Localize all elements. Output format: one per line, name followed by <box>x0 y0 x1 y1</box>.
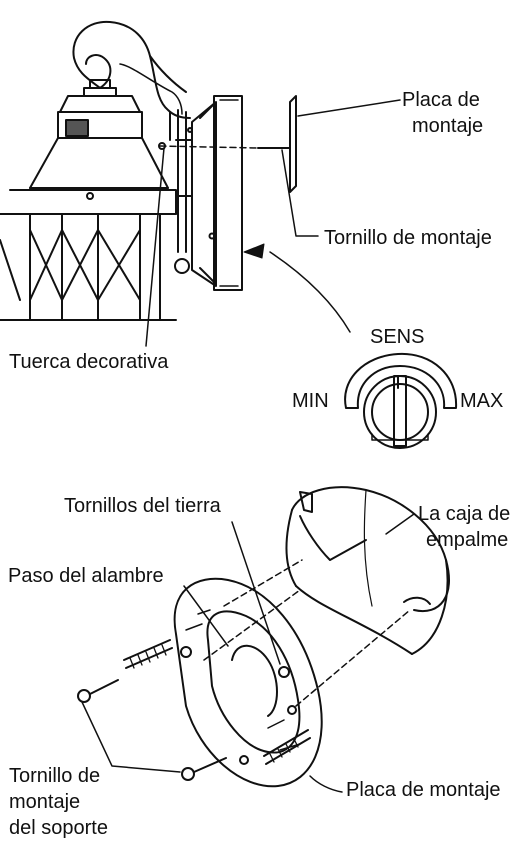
label-mounting-plate-line2: montaje <box>412 115 484 137</box>
label-lower-mounting-plate: Placa de montaje <box>346 779 501 801</box>
label-mounting-plate-line1: Placa de <box>402 89 480 111</box>
wall-backplate <box>187 95 243 291</box>
dial-max-label: MAX <box>460 390 504 412</box>
dial-title: SENS <box>370 326 425 348</box>
junction-box <box>285 486 451 655</box>
label-junction-box-line2: empalme <box>426 529 509 551</box>
lantern-fixture <box>0 20 193 321</box>
decorative-nut <box>158 142 166 150</box>
label-bracket-screw-line1: Tornillo de <box>9 765 101 787</box>
sens-dial <box>344 352 458 449</box>
screws <box>77 639 311 781</box>
label-decorative-nut: Tuerca decorativa <box>9 351 169 373</box>
label-ground-screws: Tornillos del tierra <box>64 495 221 517</box>
upper-mounting-plate <box>257 95 297 193</box>
label-bracket-screw-line3: del soporte <box>9 817 108 839</box>
label-mounting-screw: Tornillo de montaje <box>324 227 492 249</box>
label-junction-box-line1: La caja de <box>418 503 511 525</box>
label-wire-passage: Paso del alambre <box>8 565 164 587</box>
label-bracket-screw-line2: montaje <box>9 791 81 813</box>
lower-mounting-plate <box>173 577 323 788</box>
dial-min-label: MIN <box>292 390 329 412</box>
